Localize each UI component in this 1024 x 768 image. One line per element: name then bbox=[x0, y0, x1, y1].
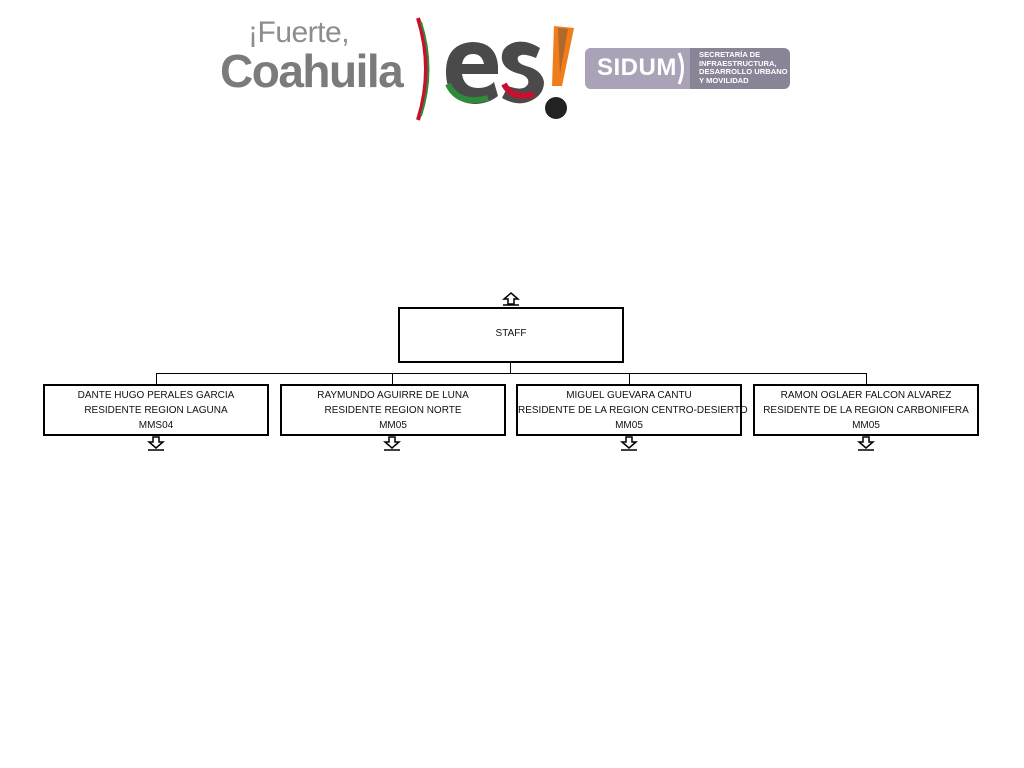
agency-name-line: SECRETARÍA DE bbox=[699, 50, 761, 59]
connector-vertical-root bbox=[510, 363, 511, 374]
node-position-title: RESIDENTE REGION NORTE bbox=[324, 405, 462, 416]
node-level-code: MM05 bbox=[379, 420, 407, 431]
sidum-acronym: SIDUM bbox=[597, 54, 677, 81]
header-logo: ¡Fuerte, Coahuila SIDUM SECRETARÍA DE IN… bbox=[218, 14, 793, 124]
agency-name-line: DESARROLLO URBANO bbox=[699, 67, 788, 77]
connector-vertical-child bbox=[156, 373, 157, 384]
node-position-title: RESIDENTE REGION LAGUNA bbox=[84, 405, 228, 416]
node-level-code: MMS04 bbox=[138, 420, 174, 431]
node-level-code: MM05 bbox=[615, 420, 643, 431]
down-arrow-icon[interactable] bbox=[620, 436, 638, 451]
node-position-title: RESIDENTE DE LA REGION CENTRO-DESIERTO bbox=[518, 405, 748, 416]
node-person-name: DANTE HUGO PERALES GARCIA bbox=[77, 390, 235, 401]
logo-fuerte-text: ¡Fuerte, bbox=[248, 16, 350, 49]
node-person-name: RAMON OGLAER FALCON ALVAREZ bbox=[780, 390, 952, 401]
staff-label: STAFF bbox=[495, 328, 527, 339]
connector-vertical-child bbox=[866, 373, 867, 384]
down-arrow-icon[interactable] bbox=[383, 436, 401, 451]
connector-horizontal bbox=[156, 373, 867, 374]
sidum-agency-name: SECRETARÍA DE INFRAESTRUCTURA, DESARROLL… bbox=[699, 50, 789, 85]
up-arrow-icon[interactable] bbox=[502, 292, 520, 306]
org-node-centro-desierto[interactable]: MIGUEL GUEVARA CANTU RESIDENTE DE LA REG… bbox=[516, 384, 748, 436]
down-arrow-icon[interactable] bbox=[147, 436, 165, 451]
logo-es-mark bbox=[416, 17, 574, 121]
node-position-title: RESIDENTE DE LA REGION CARBONIFERA bbox=[763, 405, 969, 416]
org-node-laguna[interactable]: DANTE HUGO PERALES GARCIA RESIDENTE REGI… bbox=[43, 384, 269, 436]
org-node-norte[interactable]: RAYMUNDO AGUIRRE DE LUNA RESIDENTE REGIO… bbox=[280, 384, 506, 436]
sidum-badge: SIDUM SECRETARÍA DE INFRAESTRUCTURA, DES… bbox=[585, 48, 790, 89]
agency-name-line: Y MOVILIDAD bbox=[699, 75, 749, 85]
bracket-icon bbox=[677, 52, 684, 85]
staff-node[interactable]: STAFF bbox=[398, 307, 624, 363]
node-person-name: RAYMUNDO AGUIRRE DE LUNA bbox=[317, 390, 469, 401]
org-node-carbonifera[interactable]: RAMON OGLAER FALCON ALVAREZ RESIDENTE DE… bbox=[753, 384, 979, 436]
sidum-badge-left bbox=[585, 48, 690, 89]
connector-vertical-child bbox=[629, 373, 630, 384]
connector-vertical-child bbox=[392, 373, 393, 384]
logo-coahuila-text: Coahuila bbox=[220, 45, 404, 97]
agency-name-line: INFRAESTRUCTURA, bbox=[699, 58, 777, 68]
down-arrow-icon[interactable] bbox=[857, 436, 875, 451]
node-level-code: MM05 bbox=[852, 420, 880, 431]
node-person-name: MIGUEL GUEVARA CANTU bbox=[566, 390, 692, 401]
